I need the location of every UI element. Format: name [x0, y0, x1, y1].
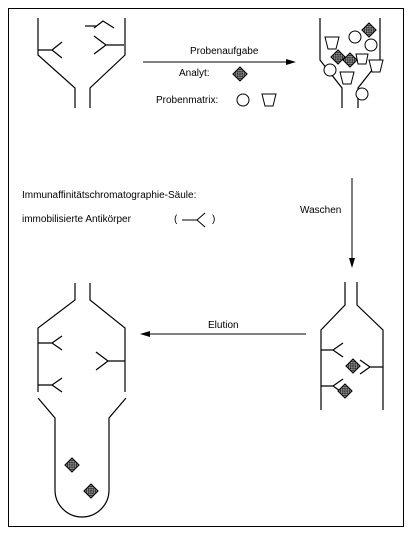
matrix-circle-legend-icon: [236, 93, 250, 107]
label-washing: Waschen: [300, 205, 342, 216]
paren-close: ): [212, 214, 216, 225]
column-eluted: [37, 283, 126, 393]
arrow-loading: [143, 59, 296, 65]
column-empty: [37, 18, 126, 108]
label-loading: Probenaufgabe: [190, 46, 259, 57]
arrow-washing: [349, 178, 355, 268]
analyte-markers-eluted: [64, 457, 99, 499]
collection-tube: [37, 397, 127, 518]
label-antibodies: immobilisierte Antikörper: [22, 214, 131, 225]
label-matrix: Probenmatrix:: [156, 95, 219, 106]
analyte-markers-bound: [337, 358, 361, 399]
matrix-circles: [323, 30, 378, 101]
paren-open: (: [174, 214, 178, 225]
label-column-title: Immunaffinitätschromatographie-Säule:: [22, 190, 197, 201]
label-analyte: Analyt:: [179, 68, 210, 79]
antibody-legend-icon: [182, 212, 206, 228]
matrix-cups: [324, 36, 384, 85]
matrix-cup-legend-icon: [261, 93, 277, 107]
arrow-elution: [140, 331, 306, 337]
figure-frame: [8, 8, 404, 527]
analyte-legend-icon: [232, 66, 248, 82]
label-elution: Elution: [208, 320, 239, 331]
